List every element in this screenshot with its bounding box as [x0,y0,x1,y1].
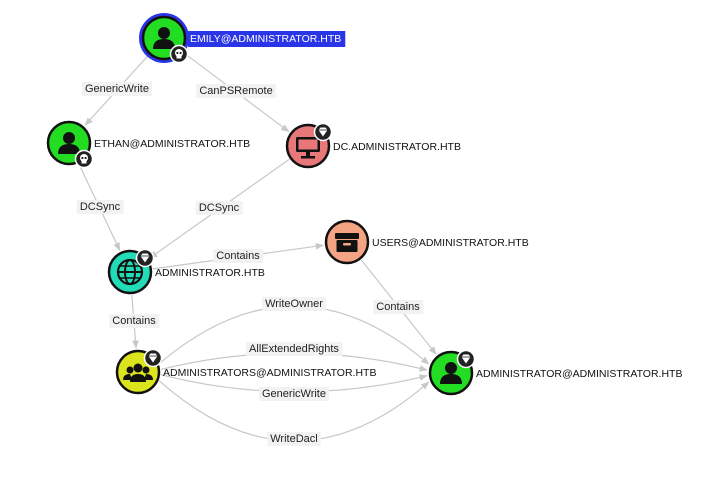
globe-icon [116,258,144,286]
edge-label-background [195,201,243,215]
node-users[interactable]: USERS@ADMINISTRATOR.HTB [324,219,529,265]
edge-label[interactable]: AllExtendedRights [249,343,339,355]
gem-badge-icon [143,348,163,368]
node-label[interactable]: DC.ADMINISTRATOR.HTB [333,141,461,153]
gem-badge-icon [135,248,155,268]
node-dc[interactable]: DC.ADMINISTRATOR.HTB [285,122,461,169]
edge-label[interactable]: Contains [216,250,260,262]
user-icon [440,362,462,384]
group-icon [123,363,153,382]
node-label[interactable]: EMILY@ADMINISTRATOR.HTB [190,33,341,45]
edge-domain-admins-5[interactable]: Contains [109,294,160,349]
edge-label[interactable]: CanPSRemote [199,85,272,97]
edge-label-background [267,432,321,446]
edge-label-background [259,387,329,401]
node-emily[interactable]: EMILY@ADMINISTRATOR.HTB [139,13,346,64]
container-icon [335,233,359,252]
node-label[interactable]: USERS@ADMINISTRATOR.HTB [372,237,529,249]
edge-label-background [373,300,424,314]
edge-label[interactable]: WriteDacl [270,433,317,445]
edge-label-background [109,314,160,328]
gem-badge-icon [313,122,333,142]
node-administrator[interactable]: ADMINISTRATOR@ADMINISTRATOR.HTB [428,349,682,396]
gem-badge-icon [456,349,476,369]
selected-label-background [188,31,346,47]
edge-label[interactable]: Contains [112,315,156,327]
edge-label-background [76,200,124,214]
edge-dc-domain-3[interactable]: DCSync [148,158,290,259]
node-label[interactable]: ETHAN@ADMINISTRATOR.HTB [94,138,250,150]
edge-label[interactable]: GenericWrite [262,388,326,400]
edge-emily-ethan-0[interactable]: GenericWrite [82,54,152,126]
edge-label-background [213,249,264,263]
edge-label[interactable]: DCSync [80,201,121,213]
edge-admins-administrator-7[interactable]: WriteOwner [159,297,430,365]
node-label[interactable]: ADMINISTRATOR@ADMINISTRATOR.HTB [476,368,682,380]
edge-emily-dc-1[interactable]: CanPSRemote [182,51,290,133]
edge-domain-users-4[interactable]: Contains [152,242,325,270]
node-label[interactable]: ADMINISTRATOR.HTB [155,267,265,279]
nodes-layer: EMILY@ADMINISTRATOR.HTB ETHAN@ADMINISTRAT… [46,13,682,396]
edge-admins-administrator-8[interactable]: AllExtendedRights [160,342,428,372]
edge-label[interactable]: DCSync [199,202,240,214]
edge-admins-administrator-9[interactable]: GenericWrite [160,374,428,401]
edge-label-background [196,84,276,98]
edge-users-administrator-6[interactable]: Contains [360,259,437,355]
edge-label-background [246,342,343,356]
edge-label[interactable]: Contains [376,301,420,313]
edge-label[interactable]: GenericWrite [85,83,149,95]
edge-ethan-domain-2[interactable]: DCSync [76,163,124,252]
edge-admins-administrator-10[interactable]: WriteDacl [158,380,430,446]
skull-badge-icon [169,44,189,64]
node-domain[interactable]: ADMINISTRATOR.HTB [107,248,265,295]
edge-label-background [262,297,327,311]
edge-label[interactable]: WriteOwner [265,298,323,310]
computer-icon [296,137,320,159]
node-label[interactable]: ADMINISTRATORS@ADMINISTRATOR.HTB [163,367,376,379]
user-icon [58,132,80,154]
node-ethan[interactable]: ETHAN@ADMINISTRATOR.HTB [46,120,250,169]
edge-label-background [82,82,152,96]
skull-badge-icon [74,149,94,169]
user-icon [153,27,175,49]
node-admins[interactable]: ADMINISTRATORS@ADMINISTRATOR.HTB [115,348,376,395]
